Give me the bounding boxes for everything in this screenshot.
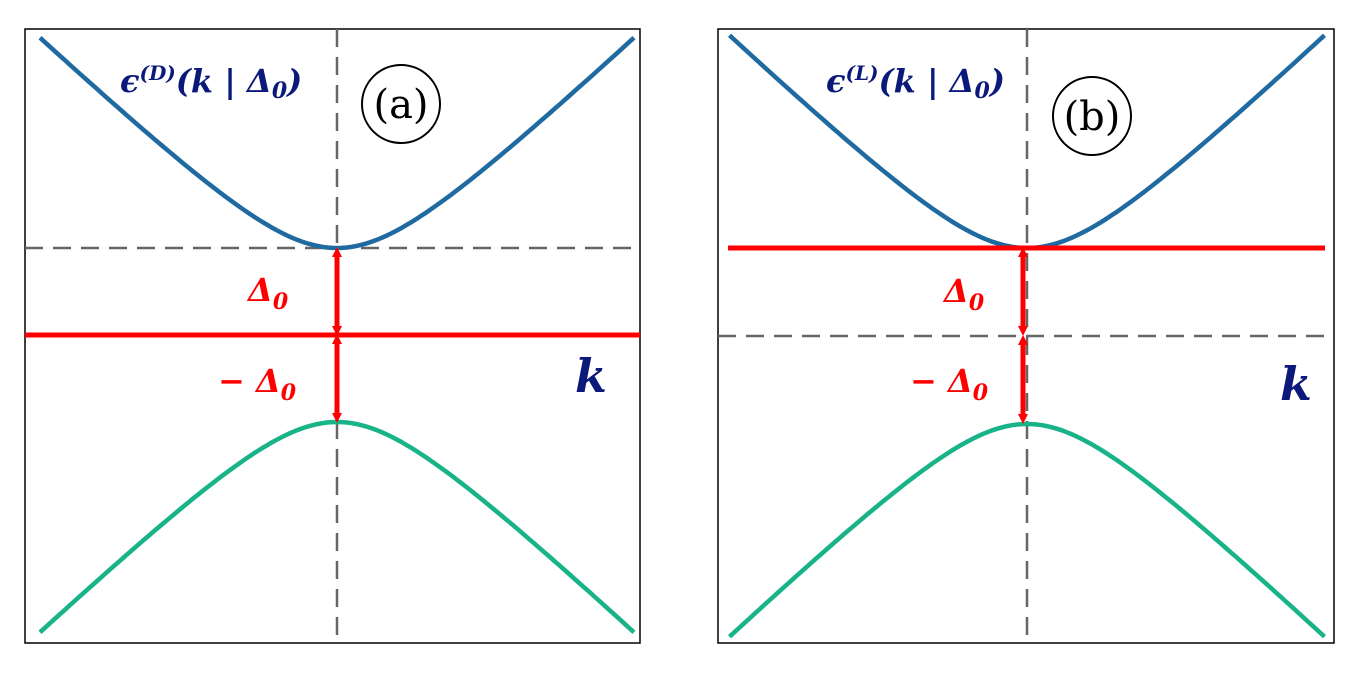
- panel-b-gap-label-lower: − Δ0: [910, 362, 989, 406]
- panel-b-label: (b): [1064, 94, 1121, 140]
- panel-b-band-label: ϵ(L)(k | Δ0): [826, 61, 1005, 104]
- panel-b-label-circle: [1052, 76, 1132, 156]
- panel-b-lower-band: [727, 421, 1327, 639]
- panel-a-gap-label-upper: Δ0: [246, 271, 289, 315]
- panel-a-band-label: ϵ(D)(k | Δ0): [120, 61, 302, 104]
- panel-a-label-circle: [361, 64, 441, 144]
- panel-a: ϵ(D)(k | Δ0) (a) Δ0 − Δ0 k: [24, 28, 641, 644]
- panel-b-gap-label-upper: Δ0: [942, 272, 985, 316]
- panel-b-k-axis-label: k: [1280, 357, 1312, 411]
- panel-b: ϵ(L)(k | Δ0) (b) Δ0 − Δ0 k: [717, 28, 1335, 644]
- panel-a-k-axis-label: k: [575, 349, 607, 403]
- panel-a-label: (a): [373, 82, 428, 128]
- panel-a-gap-label-lower: − Δ0: [218, 362, 297, 406]
